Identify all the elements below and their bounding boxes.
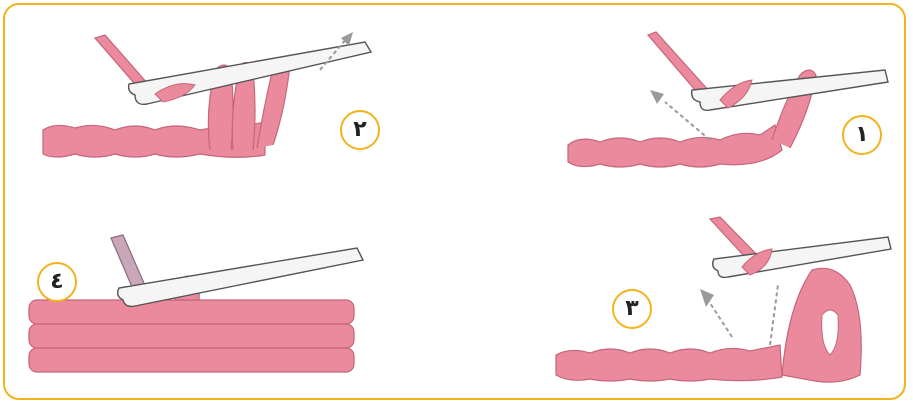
step-2-badge: ٢	[340, 110, 380, 150]
step-3-panel: ٣	[550, 215, 895, 390]
fabric-row	[29, 300, 354, 324]
fabric-row	[29, 348, 354, 372]
instruction-frame: ٢ ١	[3, 3, 906, 400]
step-1-panel: ١	[560, 30, 895, 180]
step-3-illustration	[550, 215, 895, 390]
yarn-strand	[648, 32, 710, 98]
step-1-badge: ١	[842, 115, 882, 155]
yarn-chain	[556, 345, 782, 381]
fabric-row	[29, 324, 354, 348]
direction-arrow-icon	[710, 303, 732, 337]
step-1-illustration	[560, 30, 895, 180]
step-2-illustration	[35, 30, 395, 180]
step-4-badge: ٤	[37, 262, 77, 302]
yarn-chain	[568, 125, 782, 167]
crochet-hook-icon	[118, 248, 363, 306]
arrow-head	[650, 90, 664, 104]
step-4-panel: ٤	[25, 230, 380, 380]
yarn-path-line	[770, 285, 778, 345]
step-3-badge: ٣	[612, 289, 652, 329]
step-4-illustration	[25, 230, 380, 380]
step-2-panel: ٢	[35, 30, 395, 180]
